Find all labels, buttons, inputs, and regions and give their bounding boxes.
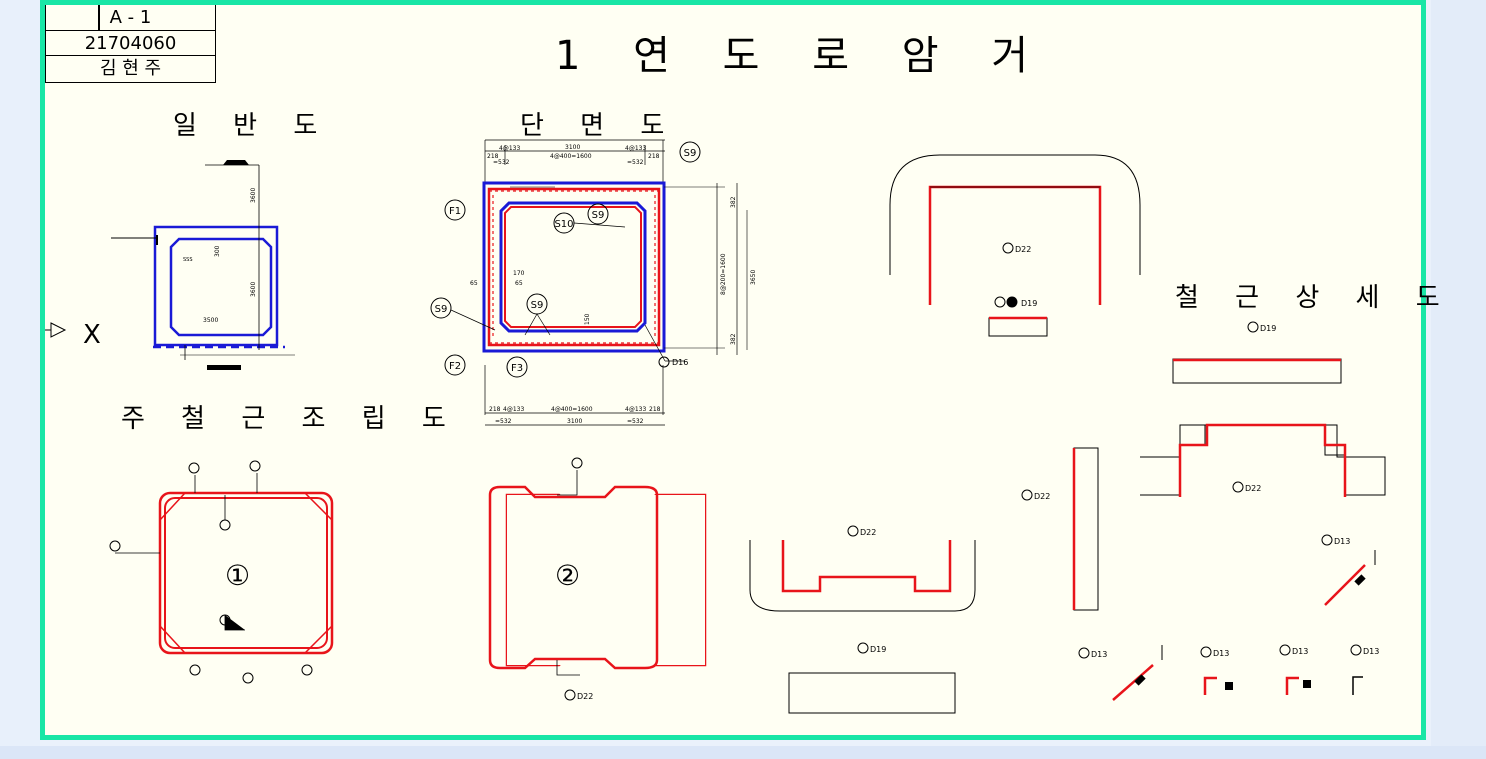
label-d22-vertical: D22 <box>1034 492 1050 501</box>
label-d13-a: D13 <box>1334 537 1350 546</box>
bottom-scroll-area[interactable] <box>0 746 1486 759</box>
dim-right-bottom: 382 <box>730 333 737 345</box>
general-dim-width: 3500 <box>203 317 218 324</box>
bubble-s9-mid: S9 <box>592 210 605 221</box>
drawing-canvas: X 3600 3600 3500 300 SSS 4@13 <box>45 139 1386 714</box>
dim-right-top: 382 <box>730 196 737 208</box>
label-d13-b: D13 <box>1091 650 1107 659</box>
dim-top-total: 3100 <box>565 144 580 151</box>
dim-bottom-mid: 4@400=1600 <box>551 406 593 413</box>
drawing-sheet: A - 1 21704060 김 현 주 1 연 도 로 암 거 일 반 도 단… <box>40 0 1440 740</box>
title-block: A - 1 21704060 김 현 주 <box>45 5 216 83</box>
dim-bottom-edge-right: 218 <box>649 406 661 413</box>
label-d22-u: D22 <box>860 528 876 537</box>
label-d22-assembly: D22 <box>577 692 593 701</box>
label-d19-b: D19 <box>1260 324 1276 333</box>
culvert-inner-outline <box>169 237 273 337</box>
bubble-s9-left: S9 <box>435 304 448 315</box>
dim-top-sub-left: =532 <box>493 159 510 166</box>
section-title-general: 일 반 도 <box>173 111 332 141</box>
section-title-rebar-detail: 철 근 상 세 도 <box>1175 283 1454 313</box>
dim-right-mid: 8@200=1600 <box>720 253 727 295</box>
dim-haunch: 150 <box>584 313 591 325</box>
dim-top-mid: 4@400=1600 <box>550 153 592 160</box>
title-block-sheet-row: A - 1 <box>46 5 215 31</box>
title-block-id-row: 21704060 <box>46 31 215 56</box>
label-d13-d: D13 <box>1292 647 1308 656</box>
section-cut-x-mark: X <box>83 320 101 350</box>
bubble-f3: F3 <box>511 363 523 374</box>
section-title-assembly: 주 철 근 조 립 도 <box>121 404 460 434</box>
culvert-outer-outline <box>153 225 279 347</box>
dim-bottom-left: 4@133 <box>503 406 524 413</box>
dim-bottom-right: 4@133 <box>625 406 646 413</box>
bubble-f1: F1 <box>449 206 461 217</box>
dim-bottom-sub-right: =532 <box>627 418 644 425</box>
dim-bottom-sub-left: =532 <box>495 418 512 425</box>
label-d13-e: D13 <box>1363 647 1379 656</box>
dim-top-right: 4@133 <box>625 145 646 152</box>
cross-section-outer <box>482 181 666 353</box>
section-title-cross-section: 단 면 도 <box>520 111 679 141</box>
label-d13-c: D13 <box>1213 649 1229 658</box>
scrollbar-track[interactable] <box>1431 0 1486 746</box>
dim-bottom-edge-left: 218 <box>489 406 501 413</box>
left-margin <box>0 0 40 746</box>
dim-edge-left: 218 <box>487 153 499 160</box>
cross-section-drawing: 4@133 3100 4@133 218 218 4@400=1600 =532… <box>430 139 757 426</box>
dim-edge-right: 218 <box>648 153 660 160</box>
rebar-f-shape <box>1178 423 1347 497</box>
label-d19-a: D19 <box>1021 299 1037 308</box>
svg-text:SSS: SSS <box>183 257 193 263</box>
dim-bottom-total: 3100 <box>567 418 582 425</box>
bubble-f2: F2 <box>449 361 461 372</box>
dim-top-sub-right: =532 <box>627 159 644 166</box>
bubble-s10: S10 <box>554 219 573 230</box>
sheet-number: A - 1 <box>109 7 152 28</box>
dim-inner-170: 170 <box>513 270 525 277</box>
dim-inner-65a: 65 <box>470 280 478 287</box>
label-d16: D16 <box>672 358 688 367</box>
dim-inner-65b: 65 <box>515 280 523 287</box>
dim-top-left: 4@133 <box>499 145 520 152</box>
student-id: 21704060 <box>84 32 177 54</box>
label-c-d22: D22 <box>1015 245 1031 254</box>
bubble-s9-bottom: S9 <box>531 300 544 311</box>
assembly-drawing: ① ② D22 <box>109 457 707 701</box>
assembly-mark-2: ② <box>555 559 580 592</box>
label-f-d22: D22 <box>1245 484 1261 493</box>
general-dim-height: 3600 <box>250 282 257 297</box>
author-name: 김 현 주 <box>99 58 162 79</box>
rebar-detail-drawing: D22 D19 D19 D22 D22 D22 D1 <box>749 154 1386 714</box>
page-title: 1 연 도 로 암 거 <box>555 33 1049 79</box>
assembly-mark-1: ① <box>225 559 250 592</box>
general-dim-small: 300 <box>214 245 221 257</box>
dim-right-height: 3650 <box>750 270 757 285</box>
bubble-s9-top: S9 <box>684 148 697 159</box>
general-dim-top: 3600 <box>250 188 257 203</box>
cross-section-inner <box>499 201 647 333</box>
title-block-name-row: 김 현 주 <box>46 56 215 82</box>
rebar-u-shape <box>781 540 952 593</box>
general-drawing: X 3600 3600 3500 300 SSS <box>45 160 295 370</box>
label-d19-bottom: D19 <box>870 645 886 654</box>
